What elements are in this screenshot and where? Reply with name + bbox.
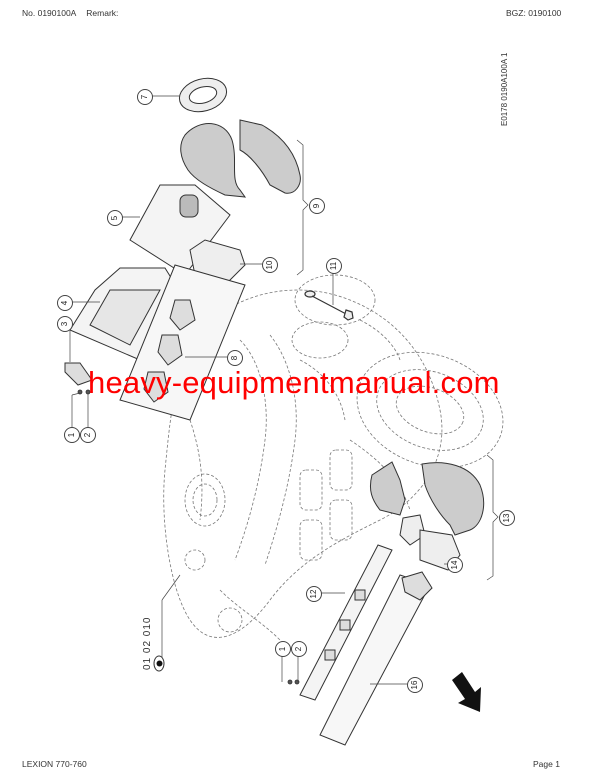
callout-4: 4 [57,295,73,311]
remark-label: Remark: [86,8,119,18]
callout-9: 9 [309,198,325,214]
callout-2: 2 [80,427,96,443]
callout-2-lower: 2 [291,641,307,657]
part-13-lower-shields [369,461,485,546]
page-number: Page 1 [533,759,560,769]
callout-12: 12 [306,586,322,602]
callout-16: 16 [407,677,423,693]
drawing-code: E0178 0190A100A 1 [500,52,509,126]
callout-7: 7 [137,89,153,105]
part-3-bracket [64,362,93,386]
arrow-down-right-icon [452,672,481,712]
engine-outline [163,274,504,641]
leader-lines [69,95,499,685]
callout-11: 11 [326,258,342,274]
callout-1-lower: 1 [275,641,291,657]
part-12-rail [299,544,393,701]
callout-10: 10 [262,257,278,273]
part-5-upper-box [129,184,231,276]
group-reference: 01 02 010 [142,616,153,671]
callout-13: 13 [499,510,515,526]
callout-1: 1 [64,427,80,443]
document-number-header: No. 0190100A Remark: [22,8,118,18]
callout-5: 5 [107,210,123,226]
callout-3: 3 [57,316,73,332]
part-11-bolt [304,290,354,321]
part-9-upper-shields [180,119,301,198]
bgz-number: BGZ: 0190100 [506,8,562,18]
watermark-text: heavy-equipmentmanual.com [88,365,500,400]
document-number: No. 0190100A [22,8,76,18]
part-8-manifold-shield [119,264,246,421]
part-7-ring [178,77,228,113]
eye-icon [153,655,165,672]
part-16-lower-shield [319,571,433,746]
callout-8: 8 [227,350,243,366]
callout-14: 14 [447,557,463,573]
model-name: LEXION 770-760 [22,759,87,769]
